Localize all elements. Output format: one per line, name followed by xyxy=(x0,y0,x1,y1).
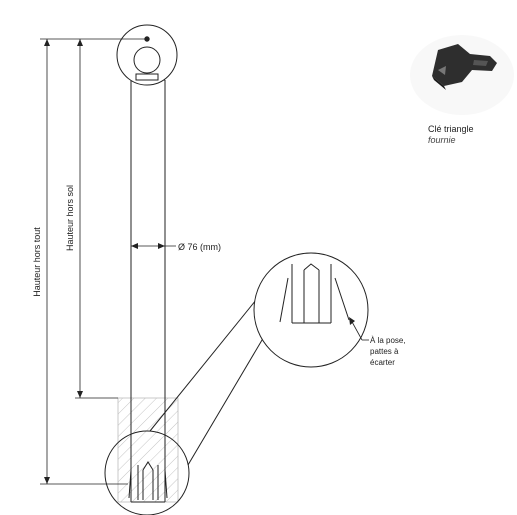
key-title: Clé triangle xyxy=(428,124,474,134)
key-caption: Clé triangle fournie xyxy=(428,124,508,146)
foundation-block xyxy=(117,397,179,503)
detail-magnified-view xyxy=(253,252,369,368)
anchor-legs xyxy=(128,461,168,500)
installation-note: À la pose, pattes à écarter xyxy=(370,335,406,368)
total-height-label: Hauteur hors tout xyxy=(32,227,42,297)
ground-height-label: Hauteur hors sol xyxy=(65,185,75,251)
dimension-diameter xyxy=(131,243,176,249)
dimension-ground-height xyxy=(75,39,118,399)
key-subtitle: fournie xyxy=(428,135,456,145)
diameter-label: Ø 76 (mm) xyxy=(178,242,221,252)
dimension-total-height xyxy=(40,38,145,485)
note-leader-arrow xyxy=(349,317,369,341)
triangle-key-icon xyxy=(410,35,514,115)
top-ring xyxy=(116,24,178,86)
note-line-1: À la pose, xyxy=(370,336,406,345)
note-line-2: pattes à xyxy=(370,347,399,356)
note-line-3: écarter xyxy=(370,358,395,367)
